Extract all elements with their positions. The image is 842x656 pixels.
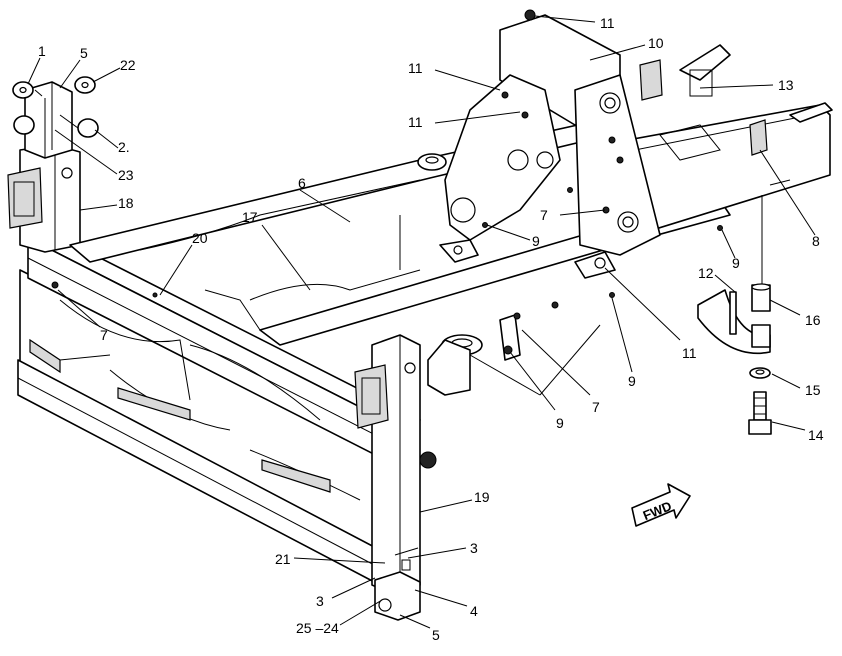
callout-3-right: 3 [470,540,478,556]
callout-7-center: 7 [540,207,548,223]
callout-labels: 1 5 22 2. 23 18 6 17 20 7 11 10 11 11 13… [38,15,824,643]
callout-7-lower: 7 [592,399,600,415]
callout-23: 23 [118,167,134,183]
callout-2: 2. [118,139,130,155]
left-upright [7,81,81,253]
callout-20: 20 [192,230,208,246]
callout-18: 18 [118,195,134,211]
fwd-arrow: FWD [631,483,691,527]
callout-16: 16 [805,312,821,328]
hardware-stack [697,195,772,435]
rear-frame [599,44,833,241]
callout-22: 22 [120,57,136,73]
callout-3-left: 3 [316,593,324,609]
callout-14: 14 [808,427,824,443]
front-frame [17,229,421,586]
callout-12: 12 [698,265,714,281]
callout-5-bottom: 5 [432,627,440,643]
callout-25-24: 25 –24 [296,620,339,636]
leader-lines [27,15,816,629]
callout-5-top: 5 [80,45,88,61]
callout-9-center: 9 [532,233,540,249]
callout-9-lower: 9 [628,373,636,389]
callout-9-bottom: 9 [556,415,564,431]
callout-4: 4 [470,603,478,619]
callout-1: 1 [38,43,46,59]
callout-7-left: 7 [100,327,108,343]
callout-11-a: 11 [408,60,423,76]
callout-10: 10 [648,35,664,51]
callout-11-b: 11 [408,114,423,130]
callout-15: 15 [805,382,821,398]
callout-11-top: 11 [600,15,615,31]
callout-21: 21 [275,551,291,567]
callout-13: 13 [778,77,794,93]
callout-17: 17 [242,209,258,225]
callout-9-right: 9 [732,255,740,271]
callout-19: 19 [474,489,490,505]
side-plate [439,74,561,263]
callout-6: 6 [298,175,306,191]
callout-11-c: 11 [682,345,697,361]
mount-parts [51,153,723,469]
right-upright [354,334,421,621]
callout-8: 8 [812,233,820,249]
washer-parts [12,76,99,138]
